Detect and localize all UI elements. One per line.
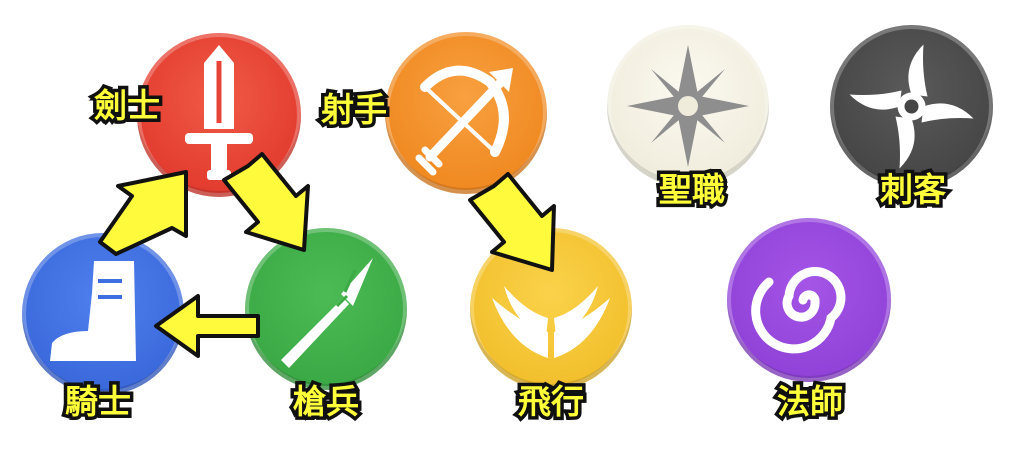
archer-circle (385, 32, 547, 194)
flyer-label: 飛行 (515, 379, 588, 425)
swordsman-circle (137, 33, 301, 197)
lancer-circle (245, 228, 407, 390)
assassin-circle (830, 25, 993, 188)
mage-label: 法師 (774, 379, 847, 425)
boot-icon (50, 261, 136, 361)
arrow-archer-to-flyer (468, 172, 556, 272)
sword-icon (185, 45, 253, 180)
shuriken-icon (849, 44, 974, 169)
priest-label: 聖職 (656, 167, 729, 213)
mage-circle (727, 218, 891, 382)
arrow-knight-to-swordsman (98, 170, 188, 256)
holy-star-icon (627, 45, 749, 167)
bow-and-arrow-icon (415, 65, 513, 176)
priest-circle (607, 25, 769, 187)
arrow-lancer-to-knight (154, 294, 260, 358)
swordsman-label: 劍士 (91, 83, 164, 129)
knight-circle (22, 233, 184, 395)
lancer-label: 槍兵 (290, 379, 363, 425)
archer-label: 射手 (318, 87, 391, 133)
knight-label: 騎士 (62, 379, 135, 425)
spear-icon (281, 258, 373, 368)
arrow-swordsman-to-lancer (222, 152, 310, 252)
spiral-vortex-icon (751, 267, 846, 354)
wings-icon (492, 286, 610, 358)
assassin-label: 刺客 (877, 167, 950, 213)
